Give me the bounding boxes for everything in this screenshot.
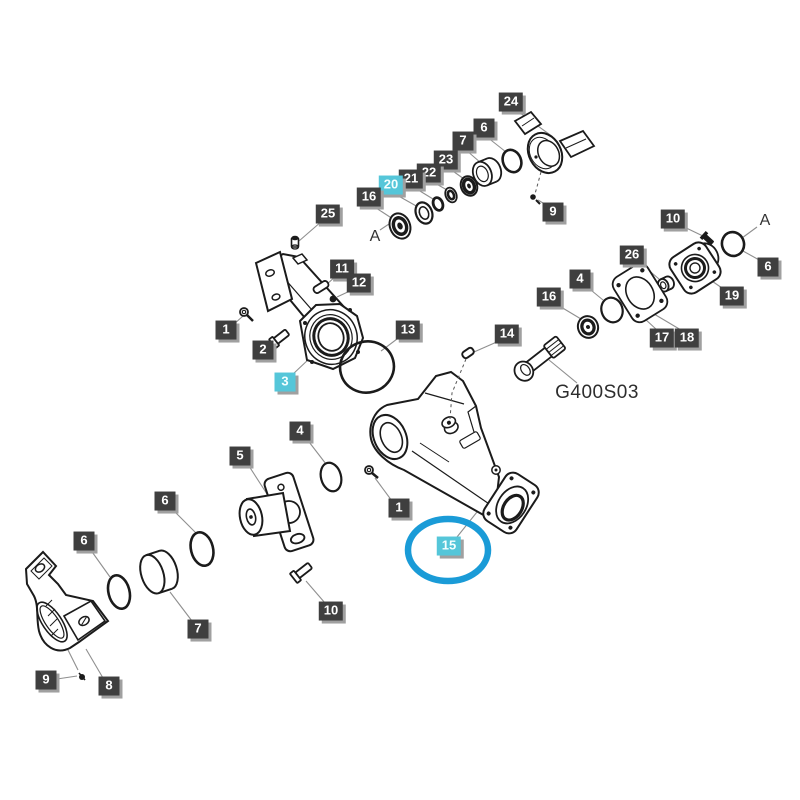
part-6-o-ring-right-drawing[interactable] xyxy=(719,230,746,259)
part-label-1[interactable]: 1 xyxy=(388,498,410,518)
part-8-bracket-drawing[interactable] xyxy=(24,550,110,652)
part-9-screw-top-drawing[interactable] xyxy=(530,194,541,205)
part-4-o-ring-mid-drawing[interactable] xyxy=(318,460,345,493)
part-17-18-gasket-drawing[interactable] xyxy=(609,260,670,325)
part-4-o-ring-right-drawing[interactable] xyxy=(598,295,626,325)
part-6-o-ring-top-drawing[interactable] xyxy=(499,147,524,175)
part-label-17[interactable]: 17 xyxy=(649,328,675,348)
part-10-bolt-bottom-drawing[interactable] xyxy=(289,561,314,584)
part-15-axle-housing-drawing[interactable] xyxy=(366,370,542,537)
part-label-9[interactable]: 9 xyxy=(542,202,564,222)
part-label-20[interactable]: 20 xyxy=(378,175,404,195)
part-5-coupler-drawing[interactable] xyxy=(236,471,315,553)
part-6-o-ring-upper-drawing[interactable] xyxy=(187,530,217,568)
part-label-12[interactable]: 12 xyxy=(346,273,372,293)
part-label-19[interactable]: 19 xyxy=(719,286,745,306)
part-7-bushing-bottom-drawing[interactable] xyxy=(136,547,183,596)
part-label-7[interactable]: 7 xyxy=(452,131,474,151)
part-label-10[interactable]: 10 xyxy=(660,209,686,229)
part-1-bolt-center-drawing[interactable] xyxy=(364,465,379,479)
part-label-18[interactable]: 18 xyxy=(674,328,700,348)
part-label-5[interactable]: 5 xyxy=(229,446,251,466)
part-7-bushing-top-drawing[interactable] xyxy=(469,155,504,189)
part-label-6[interactable]: 6 xyxy=(757,257,779,277)
part-label-9[interactable]: 9 xyxy=(35,670,57,690)
part-label-2[interactable]: 2 xyxy=(252,340,274,360)
part-16-bearing-right-drawing[interactable] xyxy=(575,313,601,341)
part-label-21[interactable]: 21 xyxy=(398,169,424,189)
part-label-25[interactable]: 25 xyxy=(315,204,341,224)
part-13-o-ring-drawing[interactable] xyxy=(334,335,399,398)
part-label-1[interactable]: 1 xyxy=(215,320,237,340)
part-19-flange-holder-drawing[interactable] xyxy=(666,239,724,297)
part-label-8[interactable]: 8 xyxy=(98,676,120,696)
part-label-16[interactable]: 16 xyxy=(356,187,382,207)
ref-letter-a: A xyxy=(759,212,771,229)
highlight-circle xyxy=(404,515,492,585)
part-11-pin-drawing xyxy=(312,280,330,294)
part-23-bearing-drawing[interactable] xyxy=(458,174,480,199)
part-label-6[interactable]: 6 xyxy=(473,118,495,138)
part-25-stud-drawing xyxy=(290,235,300,250)
part-24-yoke-drawing[interactable] xyxy=(513,110,596,179)
part-label-15[interactable]: 15 xyxy=(436,536,462,556)
part-g400s03-shaft-drawing[interactable] xyxy=(511,334,567,384)
ref-letter-a: A xyxy=(369,228,381,245)
part-22-ring-drawing[interactable] xyxy=(443,186,459,204)
part-label-16[interactable]: 16 xyxy=(536,287,562,307)
part-21-ring-drawing[interactable] xyxy=(431,196,445,212)
part-label-26[interactable]: 26 xyxy=(619,245,645,265)
part-label-10[interactable]: 10 xyxy=(318,601,344,621)
part-label-13[interactable]: 13 xyxy=(395,320,421,340)
part-1-bolt-left-drawing[interactable] xyxy=(239,307,254,322)
part-label-14[interactable]: 14 xyxy=(494,324,520,344)
part-12-plug-drawing xyxy=(329,295,337,303)
part-2-bolt-drawing[interactable] xyxy=(268,328,291,349)
part-label-3[interactable]: 3 xyxy=(274,372,296,392)
part-label-7[interactable]: 7 xyxy=(187,619,209,639)
part-code-text: G400S03 xyxy=(555,382,639,403)
part-3-gearbox-housing-drawing[interactable] xyxy=(254,235,365,372)
part-label-24[interactable]: 24 xyxy=(498,92,524,112)
part-label-6[interactable]: 6 xyxy=(73,531,95,551)
part-9-pin-bottom-drawing[interactable] xyxy=(78,672,86,681)
part-16-bearing-top-drawing[interactable] xyxy=(386,210,414,242)
part-6-o-ring-lower-drawing[interactable] xyxy=(105,573,134,611)
part-10-bolt-right-drawing[interactable] xyxy=(699,230,716,247)
part-label-4[interactable]: 4 xyxy=(289,421,311,441)
part-14-pin-drawing[interactable] xyxy=(461,346,475,360)
part-label-4[interactable]: 4 xyxy=(569,269,591,289)
assembly-dashed-lines xyxy=(449,171,542,420)
part-label-6[interactable]: 6 xyxy=(154,491,176,511)
part-20-seal-drawing[interactable] xyxy=(412,200,435,226)
